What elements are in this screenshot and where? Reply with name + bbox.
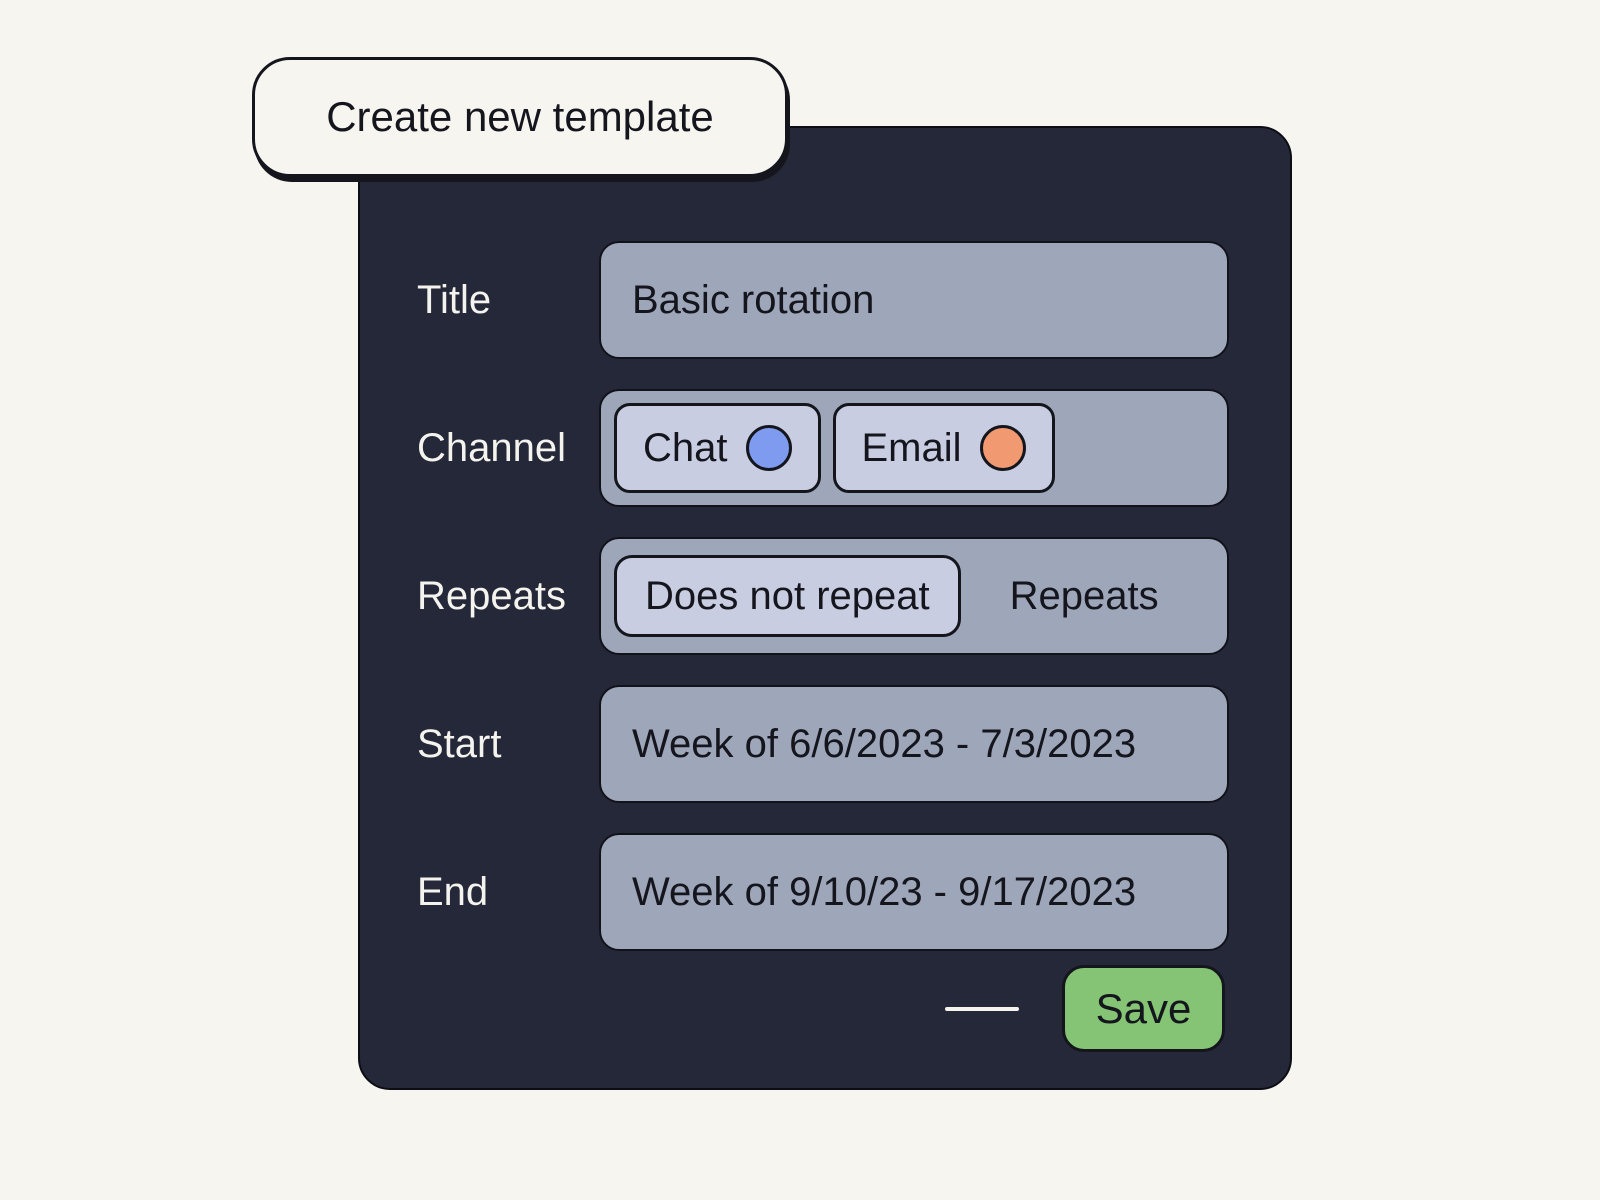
repeats-group: Does not repeat Repeats — [599, 537, 1229, 655]
channel-chat-button[interactable]: Chat — [614, 403, 821, 493]
end-label: End — [417, 869, 489, 914]
title-input[interactable]: Basic rotation — [599, 241, 1229, 359]
channel-group: Chat Email — [599, 389, 1229, 507]
does-not-repeat-label: Does not repeat — [645, 573, 930, 618]
end-row: End Week of 9/10/23 - 9/17/2023 — [417, 833, 1229, 951]
channel-email-button[interactable]: Email — [832, 403, 1055, 493]
create-template-panel: Title Basic rotation Channel Chat Email … — [358, 126, 1292, 1090]
start-date-value: Week of 6/6/2023 - 7/3/2023 — [632, 721, 1137, 766]
repeats-option[interactable]: Repeats — [1009, 573, 1159, 618]
start-label: Start — [417, 721, 502, 766]
channel-label: Channel — [417, 425, 567, 470]
start-date-input[interactable]: Week of 6/6/2023 - 7/3/2023 — [599, 685, 1229, 803]
title-value: Basic rotation — [632, 277, 875, 322]
bubble-label: Create new template — [326, 93, 714, 140]
repeats-row: Repeats Does not repeat Repeats — [417, 537, 1229, 655]
chat-label: Chat — [643, 425, 728, 470]
footer-actions: Save — [945, 965, 1225, 1052]
title-row: Title Basic rotation — [417, 241, 1229, 359]
start-row: Start Week of 6/6/2023 - 7/3/2023 — [417, 685, 1229, 803]
end-date-input[interactable]: Week of 9/10/23 - 9/17/2023 — [599, 833, 1229, 951]
divider-dash — [945, 1006, 1019, 1011]
email-color-dot-icon — [979, 425, 1026, 471]
email-label: Email — [861, 425, 962, 470]
create-template-title-bubble: Create new template — [252, 57, 788, 177]
channel-row: Channel Chat Email — [417, 389, 1229, 507]
title-label: Title — [417, 277, 492, 322]
does-not-repeat-button[interactable]: Does not repeat — [614, 555, 961, 637]
end-date-value: Week of 9/10/23 - 9/17/2023 — [632, 869, 1137, 914]
save-button[interactable]: Save — [1062, 965, 1225, 1052]
chat-color-dot-icon — [745, 425, 792, 471]
repeats-label: Repeats — [417, 573, 566, 618]
